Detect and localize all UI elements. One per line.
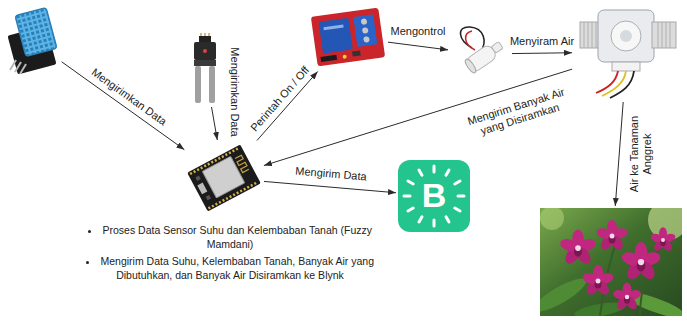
edge-label: Menyiram Air [510, 35, 574, 48]
process-note: Proses Data Sensor Suhu dan Kelembaban T… [70, 224, 390, 251]
orchid-photo [540, 208, 682, 316]
edge-label: Mengirimkan Data [89, 66, 169, 129]
arrow-connector [388, 42, 448, 50]
process-notes: Proses Data Sensor Suhu dan Kelembaban T… [70, 224, 390, 286]
dht11-illustration [8, 8, 57, 75]
arrow-connector [264, 181, 396, 192]
soil-moisture-illustration [194, 33, 216, 103]
node-text: B [422, 177, 447, 214]
orchid-photo-illustration [540, 208, 682, 316]
process-note: Mengirim Data Suhu, Kelembaban Tanah, Ba… [70, 255, 390, 282]
esp32-illustration [187, 144, 261, 211]
edge-label: Mengirimkan Data [228, 47, 241, 136]
arrow-connector [512, 52, 572, 54]
edge-label: Air ke Tanaman Anggrek [628, 107, 654, 201]
arrow-connector [212, 107, 218, 140]
esp32-board [186, 142, 262, 214]
edge-label: Perintah On / Off [248, 64, 312, 134]
edge-label: Mengontrol [390, 25, 445, 38]
water-flow-sensor [574, 4, 680, 100]
soil-moisture-sensor [190, 35, 220, 105]
dht11-sensor [8, 8, 60, 76]
relay-module [310, 4, 386, 70]
blynk-logo: B [398, 160, 470, 232]
arrow-connector [62, 62, 185, 150]
edge-label: Mengirim Banyak Air yang Disiramkan [461, 84, 576, 142]
edge-label: Mengirim Data [295, 164, 367, 183]
flow-sensor-illustration [580, 10, 676, 98]
water-pump-illustration [460, 27, 505, 74]
blynk-logo-illustration [398, 160, 470, 232]
arrow-connector [615, 102, 623, 206]
water-pump [450, 24, 510, 84]
relay-illustration [311, 8, 385, 67]
